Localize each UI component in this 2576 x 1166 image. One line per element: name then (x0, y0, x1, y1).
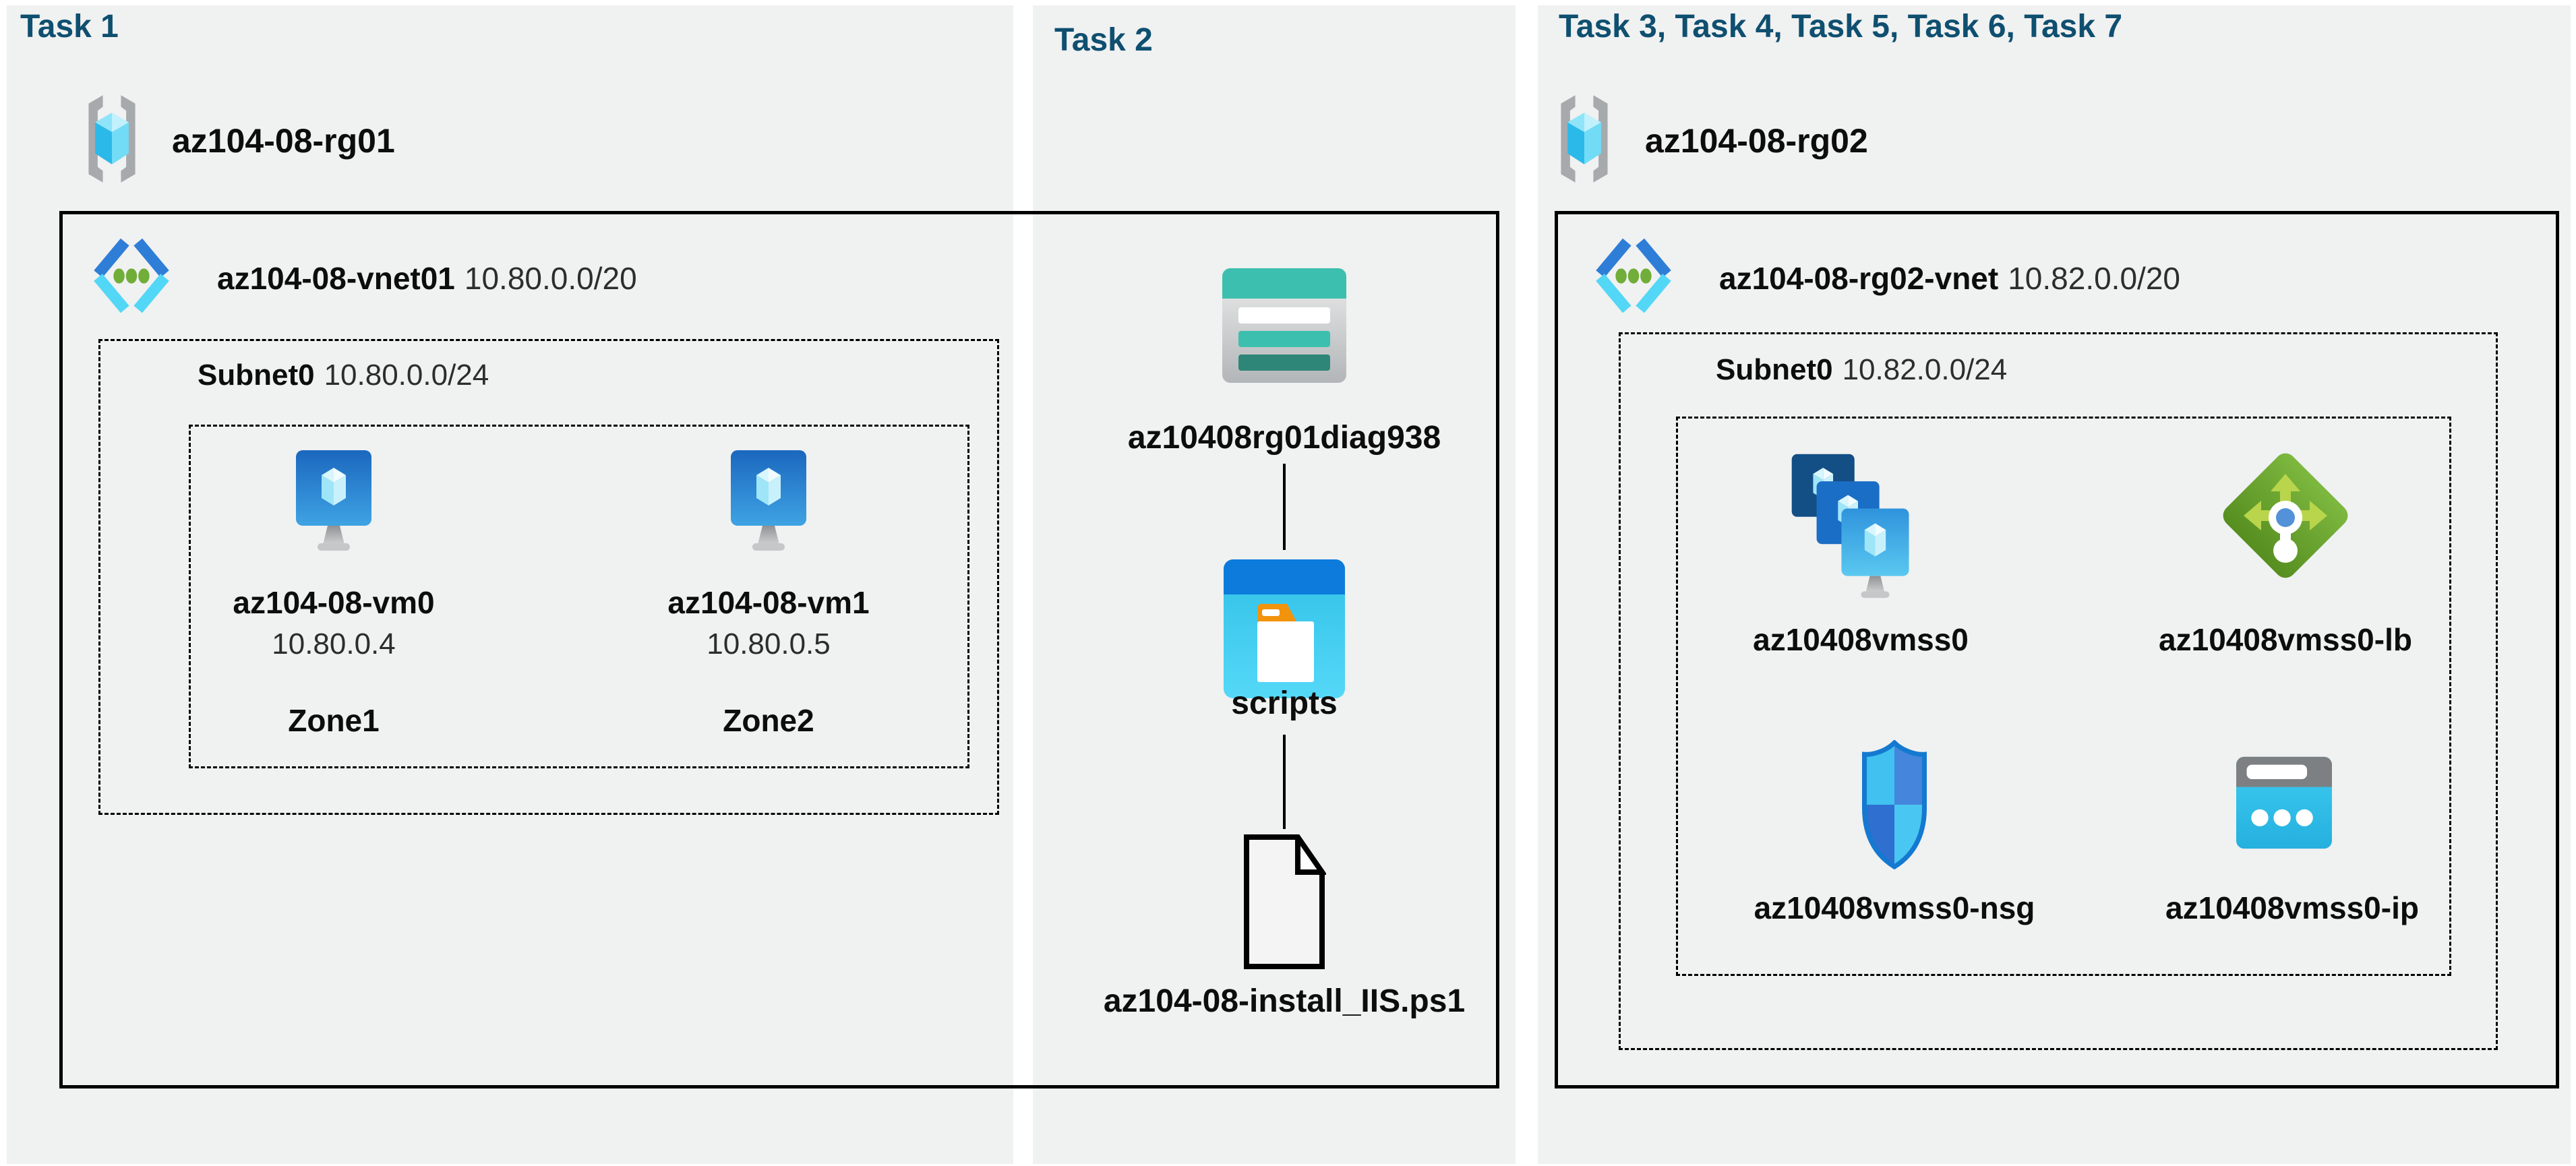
task2-heading: Task 2 (1054, 22, 1153, 58)
vnet2-name: az104-08-rg02-vnet (1719, 261, 1999, 296)
vm0-zone: Zone1 (288, 703, 380, 738)
vnet2-cidr: 10.82.0.0/20 (2008, 261, 2180, 296)
vmss-name: az10408vmss0 (1753, 622, 1969, 657)
virtual-network-icon (94, 238, 169, 313)
task1-panel (7, 5, 1013, 1164)
virtual-machine-icon (731, 450, 806, 551)
container-name: scripts (1231, 685, 1338, 721)
nsg-name: az10408vmss0-nsg (1754, 890, 2035, 925)
vnet2-label: az104-08-rg02-vnet 10.82.0.0/20 (1719, 260, 2180, 297)
vm0-ip: 10.80.0.4 (272, 627, 396, 661)
script-file-name: az104-08-install_IIS.ps1 (1103, 983, 1466, 1019)
vnet1-name: az104-08-vnet01 (217, 261, 455, 296)
virtual-machine-icon (296, 450, 371, 551)
subnet1-box (98, 339, 999, 815)
storage-account-name: az10408rg01diag938 (1127, 420, 1441, 456)
task1-heading: Task 1 (20, 9, 119, 44)
subnet2-cidr: 10.82.0.0/24 (1842, 353, 2008, 386)
public-ip-icon (2236, 756, 2332, 849)
subnet2-box (1619, 332, 2498, 1050)
resource-group-name: az104-08-rg02 (1645, 122, 1868, 160)
load-balancer-icon (2223, 453, 2348, 578)
storage-account-icon (1222, 268, 1346, 383)
task3-heading: Task 3, Task 4, Task 5, Task 6, Task 7 (1559, 9, 2123, 44)
task3-panel (1538, 5, 2571, 1164)
vm1-zone: Zone2 (723, 703, 814, 738)
resource-group-name: az104-08-rg01 (172, 122, 395, 160)
subnet2-label: Subnet0 10.82.0.0/24 (1716, 353, 2007, 387)
vm-scale-set-icon (1791, 454, 1909, 599)
nsg-shield-icon (1862, 740, 1927, 869)
public-ip-name: az10408vmss0-ip (2165, 890, 2419, 925)
resource-group-icon (1561, 95, 1608, 183)
resource-group-icon (88, 95, 136, 183)
vnet1-label: az104-08-vnet01 10.80.0.0/20 (217, 260, 637, 297)
storage-to-container-connector (1283, 464, 1286, 550)
powershell-file-icon (1244, 834, 1326, 969)
vm0-name: az104-08-vm0 (233, 585, 435, 620)
container-to-file-connector (1283, 735, 1286, 829)
subnet2-name: Subnet0 (1716, 353, 1833, 386)
vnet1-cidr: 10.80.0.0/20 (464, 261, 637, 296)
vmss-resources-box (1676, 417, 2451, 976)
blob-container-icon (1224, 559, 1345, 698)
subnet1-label: Subnet0 10.80.0.0/24 (198, 359, 489, 392)
vm1-name: az104-08-vm1 (667, 585, 870, 620)
vnet1-box (59, 211, 1499, 1088)
virtual-network-icon (1596, 238, 1671, 313)
vnet2-box (1555, 211, 2559, 1088)
vm1-ip: 10.80.0.5 (707, 627, 831, 661)
subnet1-cidr: 10.80.0.0/24 (324, 359, 489, 392)
load-balancer-name: az10408vmss0-lb (2159, 622, 2412, 657)
subnet1-name: Subnet0 (198, 359, 315, 392)
zones-box (189, 425, 969, 768)
